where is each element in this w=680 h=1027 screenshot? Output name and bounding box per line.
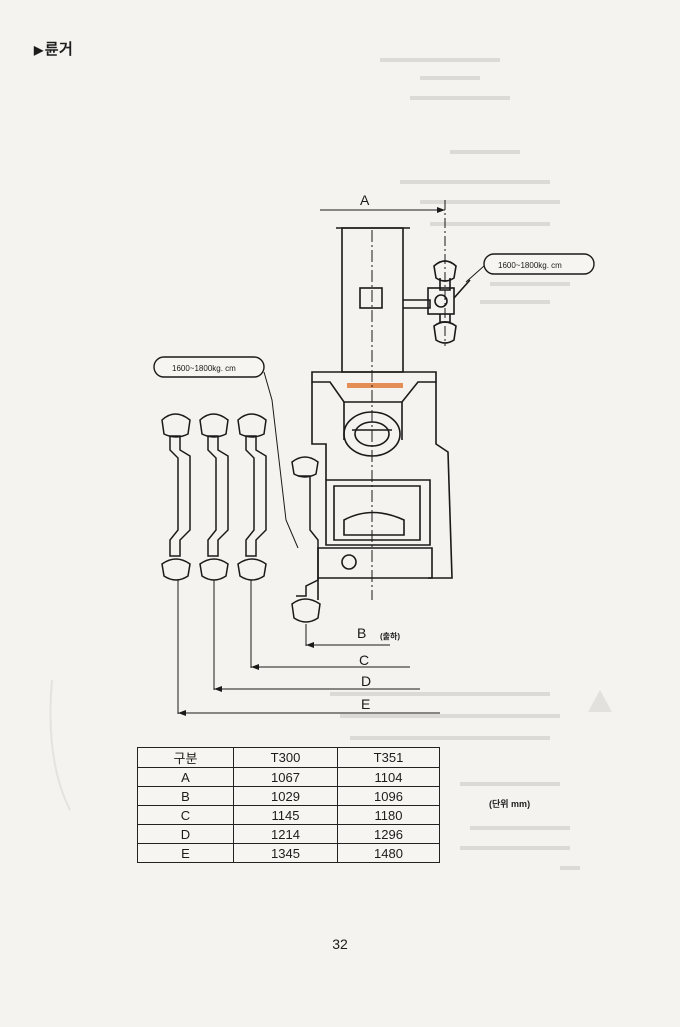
dimension-c: C bbox=[251, 652, 410, 670]
wheel-position-d bbox=[199, 413, 229, 581]
page-number: 32 bbox=[332, 936, 348, 952]
dim-b-note: (출하) bbox=[380, 631, 400, 641]
upper-wheel-assembly bbox=[427, 260, 471, 344]
table-cell: 1145 bbox=[233, 805, 338, 825]
dim-a-label: A bbox=[360, 192, 370, 208]
table-cell: D bbox=[137, 824, 234, 844]
body-highlight-strip bbox=[347, 383, 403, 388]
table-row: E 1345 1480 bbox=[137, 843, 440, 863]
wheel-track-table: 구분 T300 T351 A 1067 1104 B 1029 1096 C 1… bbox=[137, 747, 440, 863]
table-row: A 1067 1104 bbox=[137, 767, 440, 787]
table-cell: 1345 bbox=[233, 843, 338, 863]
bleed-through-text bbox=[49, 58, 612, 870]
table-header-cell: T300 bbox=[233, 747, 338, 768]
table-cell: C bbox=[137, 805, 234, 825]
upper-torque-callout: 1600~1800kg. cm bbox=[465, 253, 595, 283]
dimension-a: A bbox=[320, 192, 445, 213]
upper-callout-text: 1600~1800kg. cm bbox=[498, 261, 562, 270]
table-header-cell: 구분 bbox=[137, 747, 234, 768]
dim-d-label: D bbox=[361, 673, 371, 689]
table-cell: 1029 bbox=[233, 786, 338, 806]
table-row: B 1029 1096 bbox=[137, 786, 440, 806]
dimension-d: D bbox=[214, 673, 420, 692]
table-cell: 1096 bbox=[337, 786, 440, 806]
table-cell: 1067 bbox=[233, 767, 338, 787]
table-cell: 1296 bbox=[337, 824, 440, 844]
extension-lines bbox=[177, 580, 307, 714]
dimension-b: B (출하) bbox=[306, 625, 400, 648]
left-torque-callout: 1600~1800kg. cm bbox=[153, 356, 299, 549]
heading-arrow-icon: ▶ bbox=[34, 43, 44, 57]
table-cell: 1104 bbox=[337, 767, 440, 787]
dim-e-label: E bbox=[361, 696, 370, 712]
dim-b-label: B bbox=[357, 625, 366, 641]
table-header-cell: T351 bbox=[337, 747, 440, 768]
table-cell: 1180 bbox=[337, 805, 440, 825]
wheel-position-e bbox=[161, 413, 191, 581]
heading-text: 륜거 bbox=[44, 41, 74, 58]
tractor-body bbox=[311, 227, 453, 600]
table-cell: 1480 bbox=[337, 843, 440, 863]
unit-note: (단위 mm) bbox=[489, 799, 531, 809]
table-row: C 1145 1180 bbox=[137, 805, 440, 825]
table-cell: A bbox=[137, 767, 234, 787]
table-cell: B bbox=[137, 786, 234, 806]
table-cell: 1214 bbox=[233, 824, 338, 844]
table-row: D 1214 1296 bbox=[137, 824, 440, 844]
wheel-position-b bbox=[291, 456, 321, 623]
table-cell: E bbox=[137, 843, 234, 863]
wheel-position-c bbox=[237, 413, 267, 581]
dim-c-label: C bbox=[359, 652, 369, 668]
table-header-row: 구분 T300 T351 bbox=[137, 747, 440, 768]
left-callout-text: 1600~1800kg. cm bbox=[172, 364, 236, 373]
dimension-e: E bbox=[178, 696, 440, 716]
section-heading: ▶륜거 bbox=[34, 38, 73, 59]
